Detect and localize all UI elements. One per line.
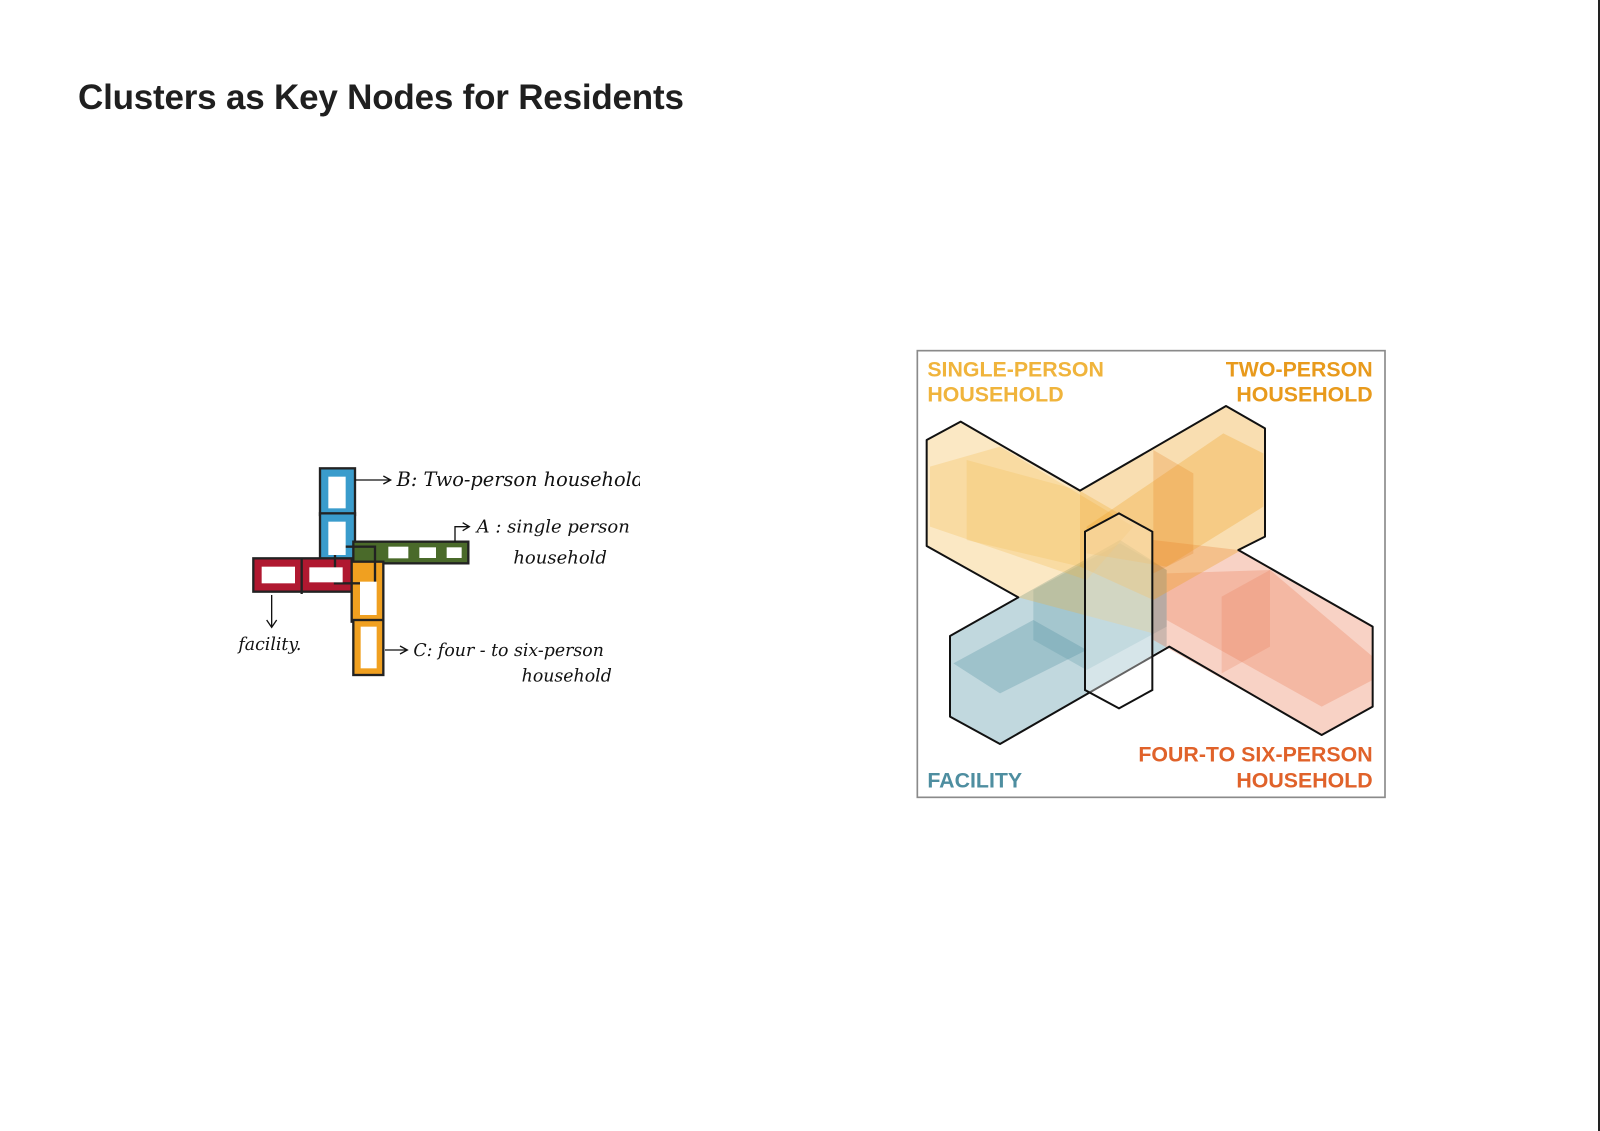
sketch-label-c: C: four - to six-person xyxy=(413,641,604,661)
sketch-label-a-2: household xyxy=(513,547,607,568)
label-four-to-six-2: HOUSEHOLD xyxy=(1236,768,1372,792)
diagram-frame xyxy=(916,349,1386,799)
two-person-arm xyxy=(1080,406,1265,600)
sketch-label-a: A : single person xyxy=(475,517,630,538)
page-edge-divider xyxy=(1598,0,1600,1131)
single-person-arm xyxy=(926,421,1154,634)
cluster-axonometric-diagram: SINGLE-PERSON HOUSEHOLD TWO-PERSON HOUSE… xyxy=(916,349,1386,799)
label-single-person: SINGLE-PERSON xyxy=(927,358,1104,382)
sketch-label-c-2: household xyxy=(522,667,612,687)
page-title: Clusters as Key Nodes for Residents xyxy=(78,78,684,117)
four-to-six-arm xyxy=(1153,540,1373,735)
label-single-person-2: HOUSEHOLD xyxy=(927,383,1063,407)
label-two-person: TWO-PERSON xyxy=(1226,358,1373,382)
hand-sketch-cluster: B: Two-person household A : single perso… xyxy=(236,467,640,687)
label-facility: FACILITY xyxy=(927,768,1022,792)
facility-arm xyxy=(950,540,1167,744)
label-two-person-2: HOUSEHOLD xyxy=(1236,383,1372,407)
label-four-to-six: FOUR-TO SIX-PERSON xyxy=(1138,743,1372,767)
central-core-column xyxy=(1084,512,1154,710)
sketch-label-b: B: Two-person household xyxy=(396,468,640,491)
cluster-outline xyxy=(925,405,1374,745)
sketch-label-facility: facility. xyxy=(236,635,301,655)
sketch-green-bar xyxy=(352,540,470,565)
